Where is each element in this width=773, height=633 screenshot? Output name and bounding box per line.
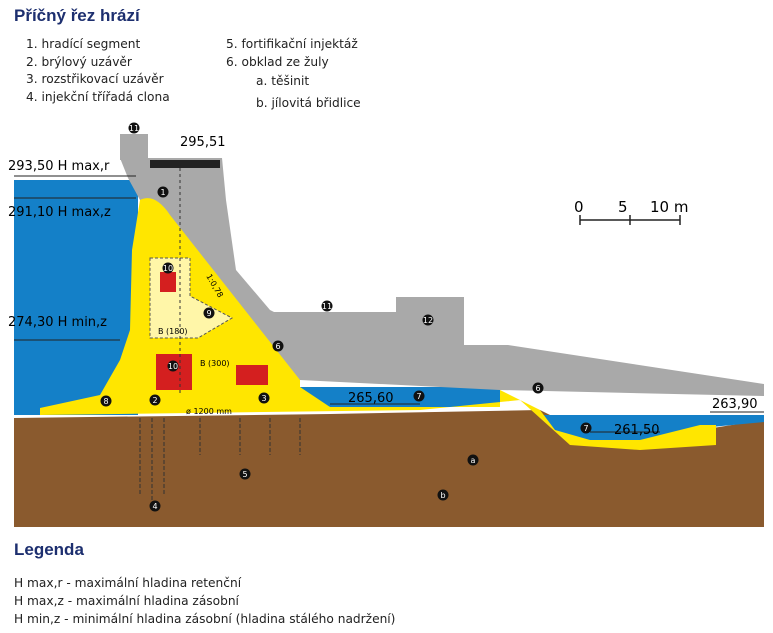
list-item: 6. obklad ze žuly — [226, 54, 329, 69]
crest-road — [150, 160, 220, 168]
marker-7: 7 — [583, 424, 588, 433]
list-item: 1. hradící segment — [26, 37, 141, 51]
fill-zone — [40, 198, 716, 450]
list-item: b. jílovitá břidlice — [256, 95, 361, 110]
level-crest: 295,51 — [180, 135, 226, 150]
marker-3: 3 — [261, 394, 266, 403]
level-lines — [14, 175, 764, 433]
marker-2: 2 — [152, 396, 157, 405]
gallery-upper — [160, 272, 176, 292]
legend-item: H max,z - maximální hladina zásobní — [14, 594, 239, 608]
marker-11: 11 — [322, 302, 332, 311]
marker-1: 1 — [160, 188, 165, 197]
level-tail3: 263,90 — [712, 397, 758, 412]
list-item: 4. injekční třířadá clona — [26, 89, 170, 104]
marker-10: 10 — [163, 264, 173, 273]
gallery-lower — [156, 354, 192, 390]
legend-title: Legenda — [14, 540, 84, 559]
marker-b: b — [440, 491, 445, 500]
marker-a: a — [471, 456, 476, 465]
scale-bar — [579, 215, 681, 225]
scale-tick-5: 5 — [618, 198, 628, 216]
tailwater-channel — [540, 415, 764, 444]
b300-label: B (300) — [200, 359, 230, 368]
item-list-left: 1. hradící segment 2. brýlový uzávěr 3. … — [26, 36, 170, 106]
legend: H max,r - maximální hladina retenční H m… — [14, 574, 395, 628]
scale-tick-10: 10 m — [650, 198, 688, 216]
grout-curtain — [139, 418, 301, 502]
list-item: 2. brýlový uzávěr — [26, 54, 132, 69]
list-item: 5. fortifikační injektáž — [226, 37, 358, 51]
tailwater-basin — [280, 387, 500, 407]
level-hmaxz: 291,10 H max,z — [8, 205, 111, 220]
marker-7: 7 — [416, 392, 421, 401]
list-item: 3. rozstřikovací uzávěr — [26, 72, 164, 86]
scale-tick-0: 0 — [574, 198, 584, 216]
list-item: a. těšinit — [256, 74, 310, 88]
marker-11: 11 — [129, 124, 139, 133]
marker-6: 6 — [535, 384, 540, 393]
level-tail2: 261,50 — [614, 423, 660, 438]
marker-4: 4 — [152, 502, 157, 511]
marker-8: 8 — [103, 397, 108, 406]
level-tail1: 265,60 — [348, 391, 394, 406]
crest-tower — [120, 134, 148, 160]
level-hmaxr: 293,50 H max,r — [8, 159, 110, 174]
powerhouse — [270, 297, 764, 396]
diagram-title: Příčný řez hrází — [14, 6, 140, 25]
level-hminz: 274,30 H min,z — [8, 315, 107, 330]
marker-5: 5 — [242, 470, 247, 479]
diameter-label: ø 1200 mm — [186, 407, 232, 416]
marker-10: 10 — [168, 362, 178, 371]
b180-label: B (180) — [158, 327, 188, 336]
legend-item: H max,r - maximální hladina retenční — [14, 576, 242, 590]
valve-chamber — [236, 365, 268, 385]
item-list-right: 5. fortifikační injektáž 6. obklad ze žu… — [226, 36, 361, 112]
marker-9: 9 — [206, 309, 211, 318]
marker-12: 12 — [423, 316, 433, 325]
marker-6: 6 — [275, 342, 280, 351]
legend-item: H min,z - minimální hladina zásobní (hla… — [14, 612, 396, 626]
